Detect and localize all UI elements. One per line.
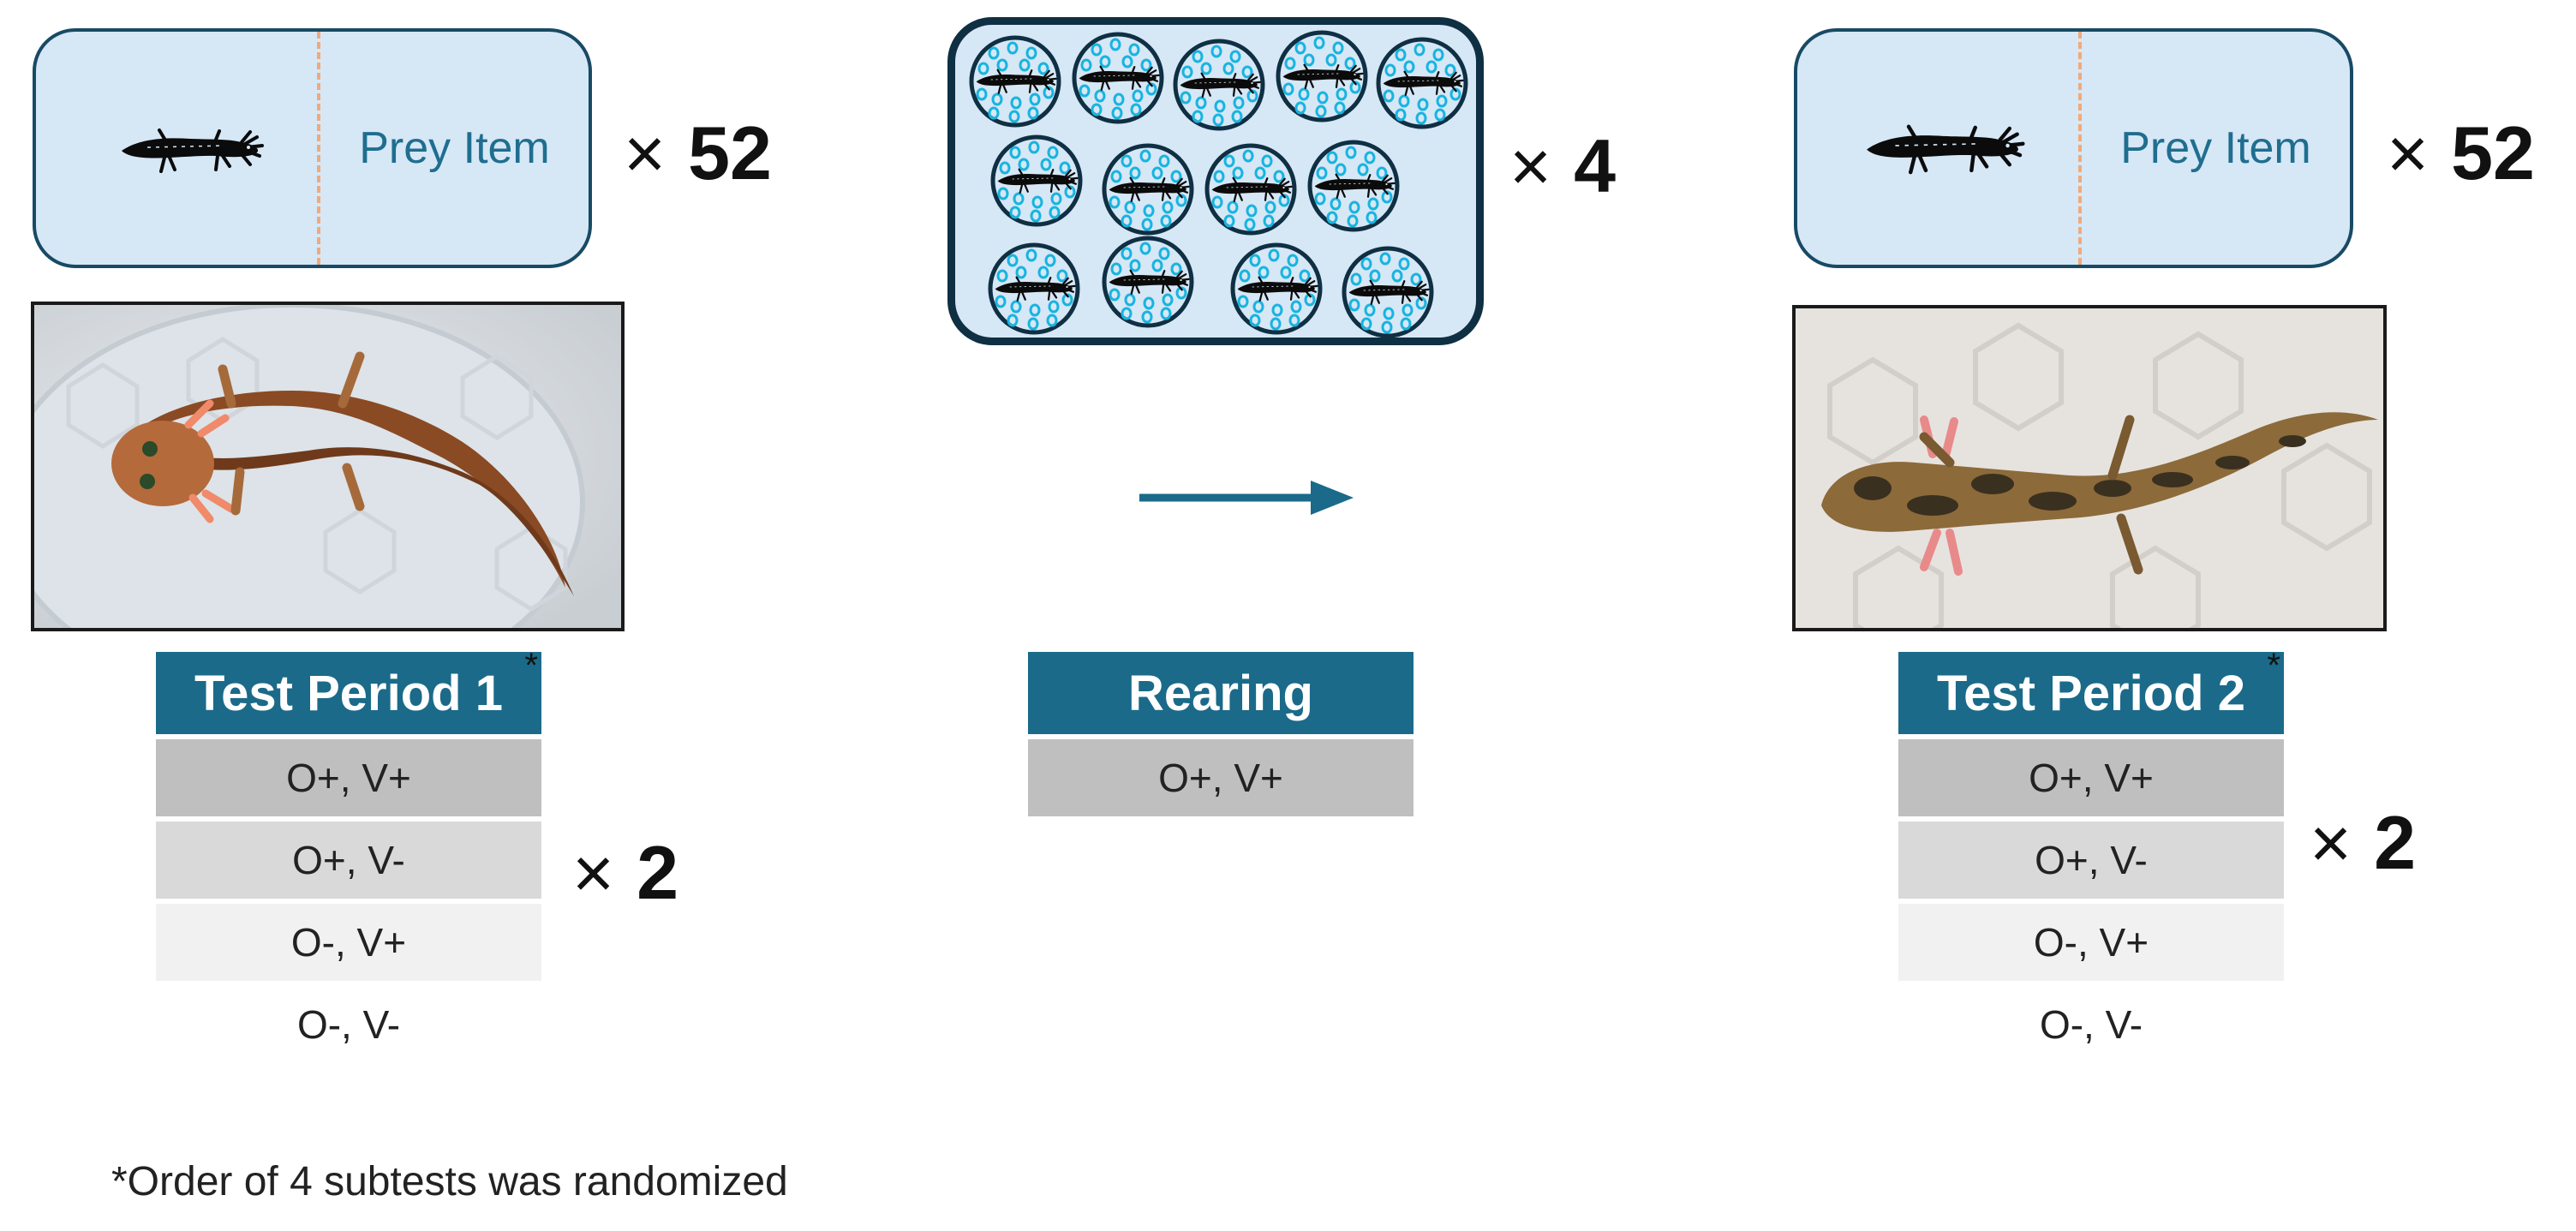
chamber-divider (317, 32, 320, 265)
randomization-footnote: *Order of 4 subtests was randomized (111, 1159, 788, 1204)
condition-row: O+, V+ (156, 739, 541, 816)
table-title: Test Period 1 (194, 665, 503, 721)
left-test-chamber: Prey Item (33, 28, 592, 268)
rearing-dish (1233, 245, 1320, 332)
note-marker: * (2267, 647, 2280, 684)
times-symbol: × (2310, 803, 2352, 883)
condition-row: O-, V- (1898, 986, 2284, 1063)
salamander-photo-test-period-1 (31, 302, 625, 631)
rearing-dish (1104, 146, 1192, 233)
table-title: Test Period 2 (1937, 665, 2245, 721)
salamander-icon (1857, 107, 2029, 184)
condition-row: O+, V+ (1028, 739, 1414, 816)
times-symbol: × (624, 113, 666, 194)
rearing-dish (1207, 146, 1294, 233)
table-title: Rearing (1128, 665, 1313, 721)
multiplier-value: 2 (637, 830, 679, 915)
condition-row: O+, V+ (1898, 739, 2284, 816)
rearing-dish (990, 245, 1078, 332)
left-conditions-multiplier: × 2 (572, 835, 678, 911)
salamander-photo-image (34, 305, 621, 628)
times-symbol: × (2387, 113, 2430, 194)
rearing-dishes (955, 25, 1476, 338)
left-chamber-multiplier: × 52 (624, 116, 772, 191)
right-chamber-multiplier: × 52 (2387, 116, 2535, 191)
tray-multiplier: × 4 (1509, 128, 1616, 204)
rearing-dish (1175, 41, 1263, 128)
note-marker: * (524, 647, 538, 684)
test-period-2-header: Test Period 2 * (1898, 647, 2284, 734)
salamander-icon (113, 113, 267, 182)
multiplier-value: 4 (1574, 123, 1617, 208)
rearing-dish (1104, 238, 1192, 326)
rearing-dish (971, 38, 1059, 125)
chamber-divider (2078, 32, 2082, 265)
condition-row: O-, V+ (1898, 904, 2284, 981)
multiplier-value: 52 (688, 111, 772, 195)
rearing-dish (1378, 39, 1466, 127)
rearing-dish (1344, 248, 1431, 336)
rearing-dish (1074, 34, 1162, 122)
times-symbol: × (572, 833, 615, 913)
prey-item-label: Prey Item (2120, 123, 2311, 173)
prey-item-label: Prey Item (359, 123, 550, 173)
multiplier-value: 52 (2451, 111, 2535, 195)
test-period-1-header: Test Period 1 * (156, 647, 541, 734)
test-period-2-table: Test Period 2 * O+, V+ O+, V- O-, V+ O-,… (1898, 647, 2284, 1063)
condition-row: O-, V+ (156, 904, 541, 981)
salamander-photo-test-period-2 (1792, 305, 2387, 631)
arrow-right-icon (1139, 481, 1354, 515)
right-test-chamber: Prey Item (1794, 28, 2353, 268)
right-conditions-multiplier: × 2 (2310, 805, 2416, 881)
rearing-tray (947, 17, 1484, 345)
rearing-table: Rearing O+, V+ (1028, 652, 1414, 816)
rearing-header: Rearing (1028, 652, 1414, 734)
rearing-dish (993, 137, 1080, 224)
times-symbol: × (1509, 126, 1552, 206)
condition-row: O-, V- (156, 986, 541, 1063)
rearing-dish (1278, 33, 1366, 120)
rearing-dish (1310, 142, 1397, 230)
test-period-1-table: Test Period 1 * O+, V+ O+, V- O-, V+ O-,… (156, 647, 541, 1063)
salamander-photo-image (1796, 308, 2383, 628)
condition-row: O+, V- (156, 822, 541, 899)
condition-row: O+, V- (1898, 822, 2284, 899)
multiplier-value: 2 (2374, 800, 2417, 885)
